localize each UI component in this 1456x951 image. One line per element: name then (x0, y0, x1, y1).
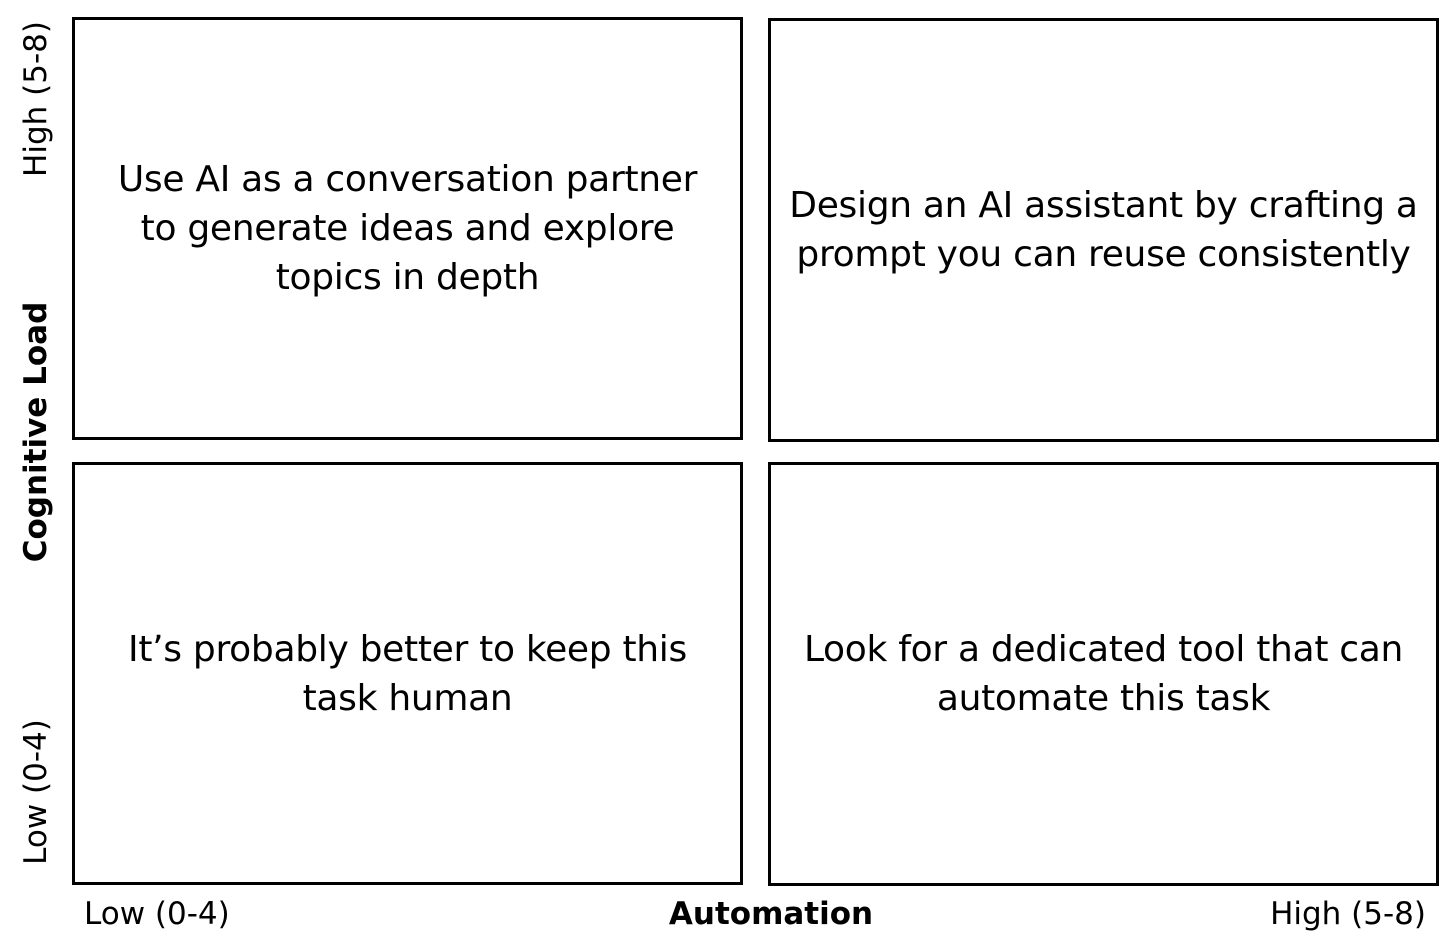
quadrant-text: Look for a dedicated tool that can autom… (803, 629, 1404, 719)
y-axis-title: Cognitive Load (18, 301, 54, 563)
y-axis-high-label: High (5-8) (18, 21, 54, 177)
quadrant-low-load-low-automation: It’s probably better to keep this task h… (72, 462, 743, 885)
y-axis-low-label: Low (0-4) (18, 719, 54, 865)
quadrant-low-load-high-automation: Look for a dedicated tool that can autom… (768, 462, 1439, 886)
x-axis-low-label: Low (0-4) (84, 896, 230, 932)
quadrant-text: It’s probably better to keep this task h… (128, 628, 687, 719)
x-axis-high-label: High (5-8) (1270, 896, 1426, 932)
quadrant-text: Design an AI assistant by crafting a pro… (789, 185, 1418, 275)
quadrant-text: Use AI as a conversation partner to gene… (117, 159, 698, 298)
quadrant-high-load-high-automation: Design an AI assistant by crafting a pro… (768, 18, 1439, 442)
quadrant-high-load-low-automation: Use AI as a conversation partner to gene… (72, 17, 743, 440)
x-axis-title: Automation (668, 896, 874, 932)
